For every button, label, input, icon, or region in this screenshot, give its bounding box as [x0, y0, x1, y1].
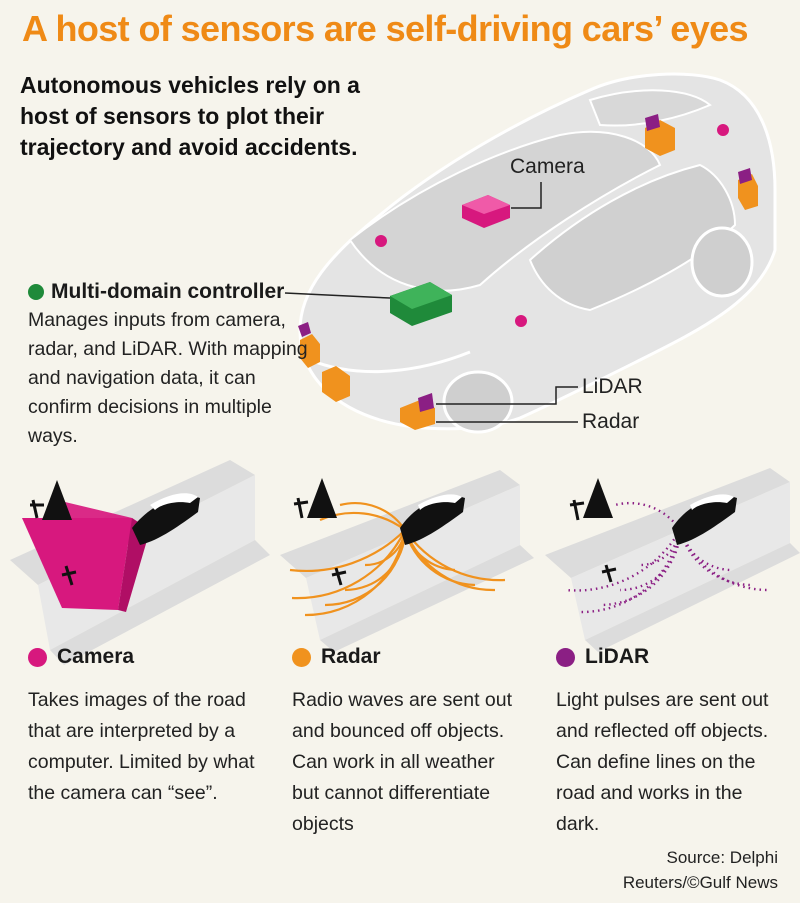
radar-panel-illustration: [280, 470, 534, 652]
green-dot-icon: [28, 284, 44, 300]
controller-heading: Multi-domain controller: [51, 280, 285, 303]
leader-lines: [284, 182, 578, 423]
radar-heading-row: Radar: [292, 645, 522, 669]
camera-section: Camera Takes images of the road that are…: [28, 645, 268, 809]
radar-section: Radar Radio waves are sent out and bounc…: [292, 645, 522, 840]
magenta-dot-icon: [28, 647, 47, 667]
source-line: Source: Delphi: [666, 848, 778, 867]
lidar-section: LiDAR Light pulses are sent out and refl…: [556, 645, 776, 840]
lidar-heading: LiDAR: [585, 645, 650, 668]
controller-block: Multi-domain controller Manages inputs f…: [28, 280, 318, 451]
small-sensor-dots: [375, 124, 729, 327]
radar-description: Radio waves are sent out and bounced off…: [292, 689, 513, 835]
front-radar-lidar-sensor: [400, 393, 435, 430]
camera-heading-row: Camera: [28, 645, 268, 669]
page-subtitle: Autonomous vehicles rely on a host of se…: [20, 72, 360, 160]
orange-dot-icon: [292, 647, 311, 667]
credit-line: Reuters/©Gulf News: [622, 873, 778, 892]
source-credit: Source: Delphi Reuters/©Gulf News: [623, 845, 778, 895]
lidar-callout: LiDAR: [582, 375, 643, 398]
corner-radar-sensors: [298, 114, 758, 402]
purple-dot-icon: [556, 647, 575, 667]
radar-heading: Radar: [321, 645, 381, 668]
radar-callout: Radar: [582, 410, 640, 433]
camera-sensor: [462, 195, 510, 228]
controller-module: [390, 282, 452, 326]
lidar-heading-row: LiDAR: [556, 645, 776, 669]
camera-callout: Camera: [510, 155, 585, 178]
camera-panel-illustration: [10, 460, 270, 665]
lidar-panel-illustration: [545, 468, 800, 652]
controller-heading-row: Multi-domain controller: [28, 280, 318, 304]
camera-description: Takes images of the road that are interp…: [28, 689, 255, 804]
controller-description: Manages inputs from camera, radar, and L…: [28, 309, 308, 447]
camera-heading: Camera: [57, 645, 135, 668]
lidar-description: Light pulses are sent out and reflected …: [556, 689, 769, 835]
page-title: A host of sensors are self-driving cars’…: [22, 8, 749, 49]
